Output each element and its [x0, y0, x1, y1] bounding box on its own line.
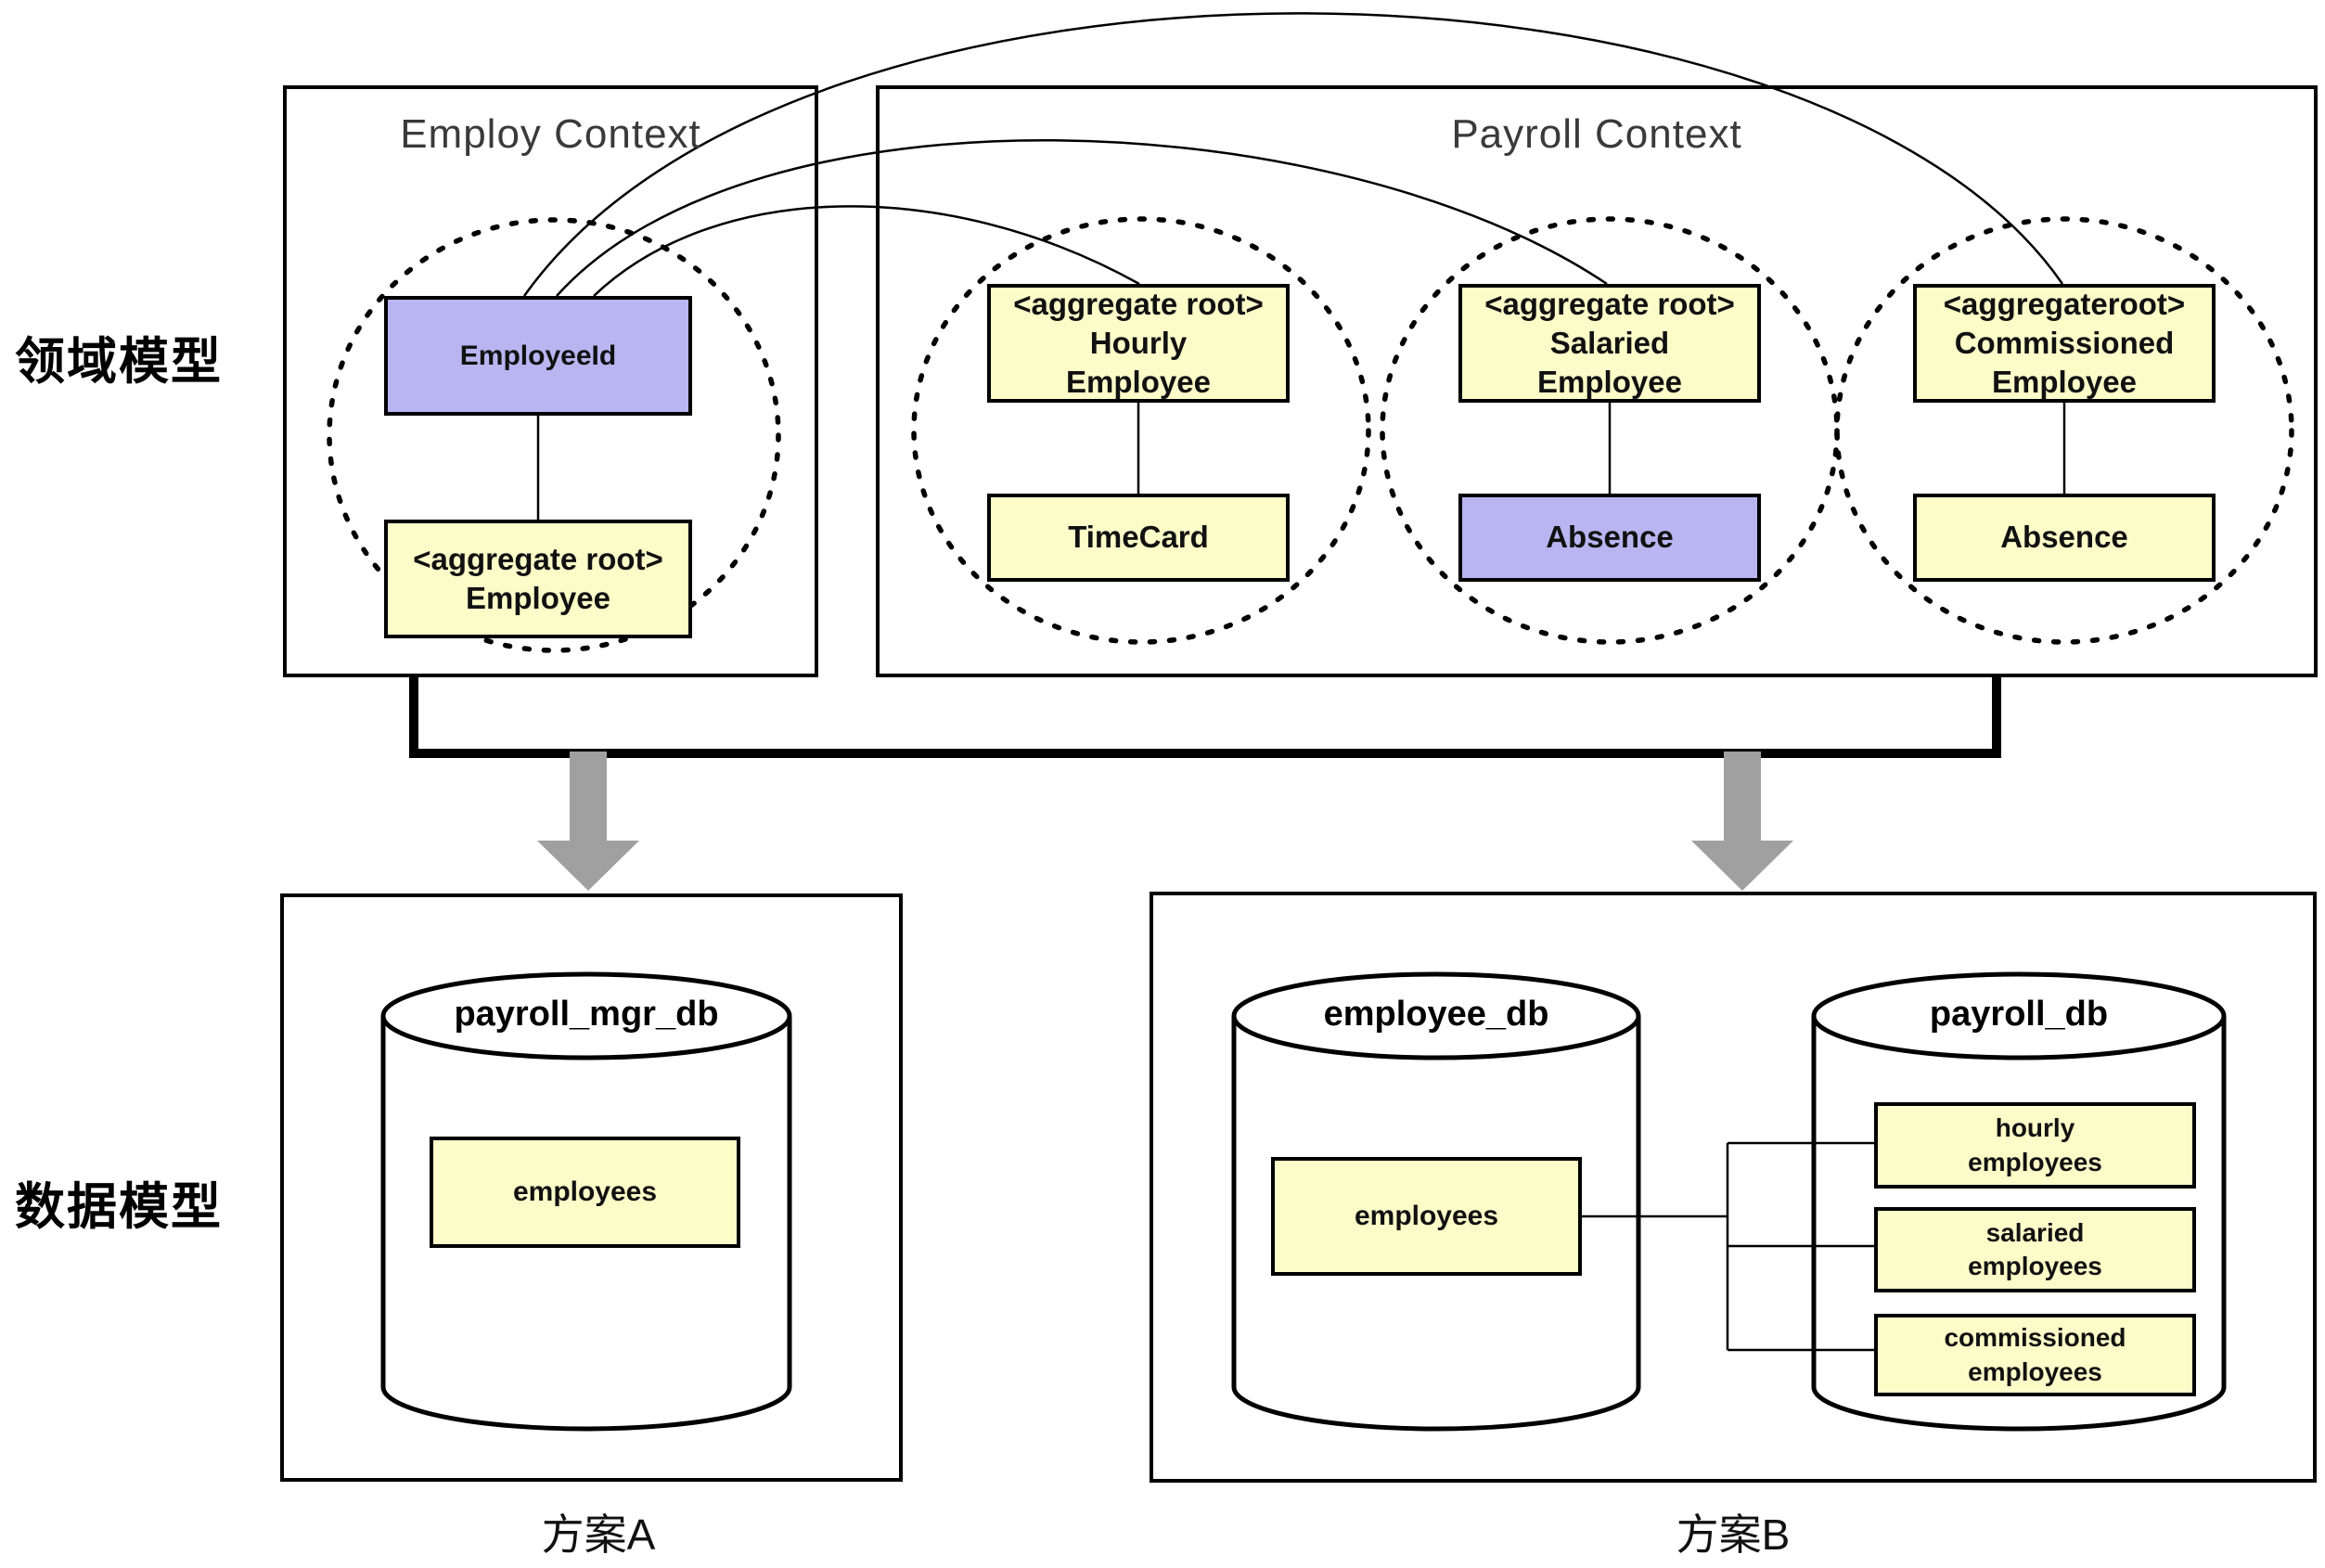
hourly-aggregate-boundary-circle: [911, 216, 1371, 645]
plan-b-box: [1150, 892, 2317, 1483]
salaried-absence-label: Absence: [1546, 520, 1674, 555]
plan-b-down-arrow: [1691, 752, 1793, 891]
employee-aggregate-root-label: <aggregate root> Employee: [413, 541, 663, 615]
employ-aggregate-boundary-circle: [327, 217, 781, 653]
plan-b-employees-table: employees: [1271, 1157, 1582, 1276]
plan-a-down-arrow: [537, 752, 639, 891]
hourly-employees-table: hourly employees: [1874, 1102, 2196, 1189]
hourly-employee-root-label: <aggregate root> Hourly Employee: [1013, 286, 1264, 400]
payroll-context-title: Payroll Context: [1451, 111, 1742, 157]
payroll-context-box: Payroll Context: [876, 85, 2318, 677]
plan-b-label: 方案B: [1676, 1510, 1791, 1559]
salaried-aggregate-boundary-circle: [1380, 216, 1840, 645]
plan-a-employees-table: employees: [430, 1137, 740, 1248]
employeeid-to-commissioned-curve: [522, 12, 2064, 297]
commissioned-aggregate-boundary-circle: [1834, 216, 2294, 645]
employee-id-label: EmployeeId: [459, 340, 617, 371]
payroll-mgr-db-name: payroll_mgr_db: [454, 995, 719, 1034]
plan-b-employees-label: employees: [1354, 1201, 1499, 1232]
plan-a-box: [280, 893, 903, 1482]
plan-b-table-relations: [1582, 1141, 1874, 1352]
domain-model-label: 领域模型: [15, 334, 223, 390]
plan-a-employees-label: employees: [512, 1176, 658, 1208]
commissioned-absence-label: Absence: [2000, 520, 2128, 555]
salaried-employee-root-box: <aggregate root> Salaried Employee: [1458, 284, 1761, 403]
timecard-label: TimeCard: [1068, 520, 1209, 555]
commissioned-employees-label: commissioned employees: [1944, 1323, 2126, 1386]
employeeid-to-hourly-curve: [593, 205, 1140, 297]
commissioned-employee-root-label: <aggregateroot> Commissioned Employee: [1943, 286, 2186, 400]
employ-context-box: Employ Context: [283, 85, 818, 677]
hourly-employees-label: hourly employees: [1968, 1113, 2102, 1176]
employee-aggregate-root-box: <aggregate root> Employee: [384, 520, 692, 638]
employeeid-to-salaried-curve: [556, 138, 1608, 297]
timecard-box: TimeCard: [987, 494, 1290, 582]
commissioned-employee-root-box: <aggregateroot> Commissioned Employee: [1913, 284, 2216, 403]
salaried-employees-label: salaried employees: [1968, 1217, 2102, 1280]
salaried-absence-box: Absence: [1458, 494, 1761, 582]
plan-a-label: 方案A: [541, 1510, 656, 1559]
hourly-employee-root-box: <aggregate root> Hourly Employee: [987, 284, 1290, 403]
employ-context-title: Employ Context: [400, 111, 701, 157]
salaried-employee-root-label: <aggregate root> Salaried Employee: [1484, 286, 1735, 400]
domain-to-data-bracket: [409, 677, 2001, 758]
commissioned-employees-table: commissioned employees: [1874, 1314, 2196, 1396]
data-model-label: 数据模型: [15, 1179, 223, 1235]
employee-db-name: employee_db: [1323, 995, 1549, 1034]
employee-id-box: EmployeeId: [384, 296, 692, 416]
payroll-db-name: payroll_db: [1929, 995, 2109, 1034]
commissioned-absence-box: Absence: [1913, 494, 2216, 582]
salaried-employees-table: salaried employees: [1874, 1207, 2196, 1292]
